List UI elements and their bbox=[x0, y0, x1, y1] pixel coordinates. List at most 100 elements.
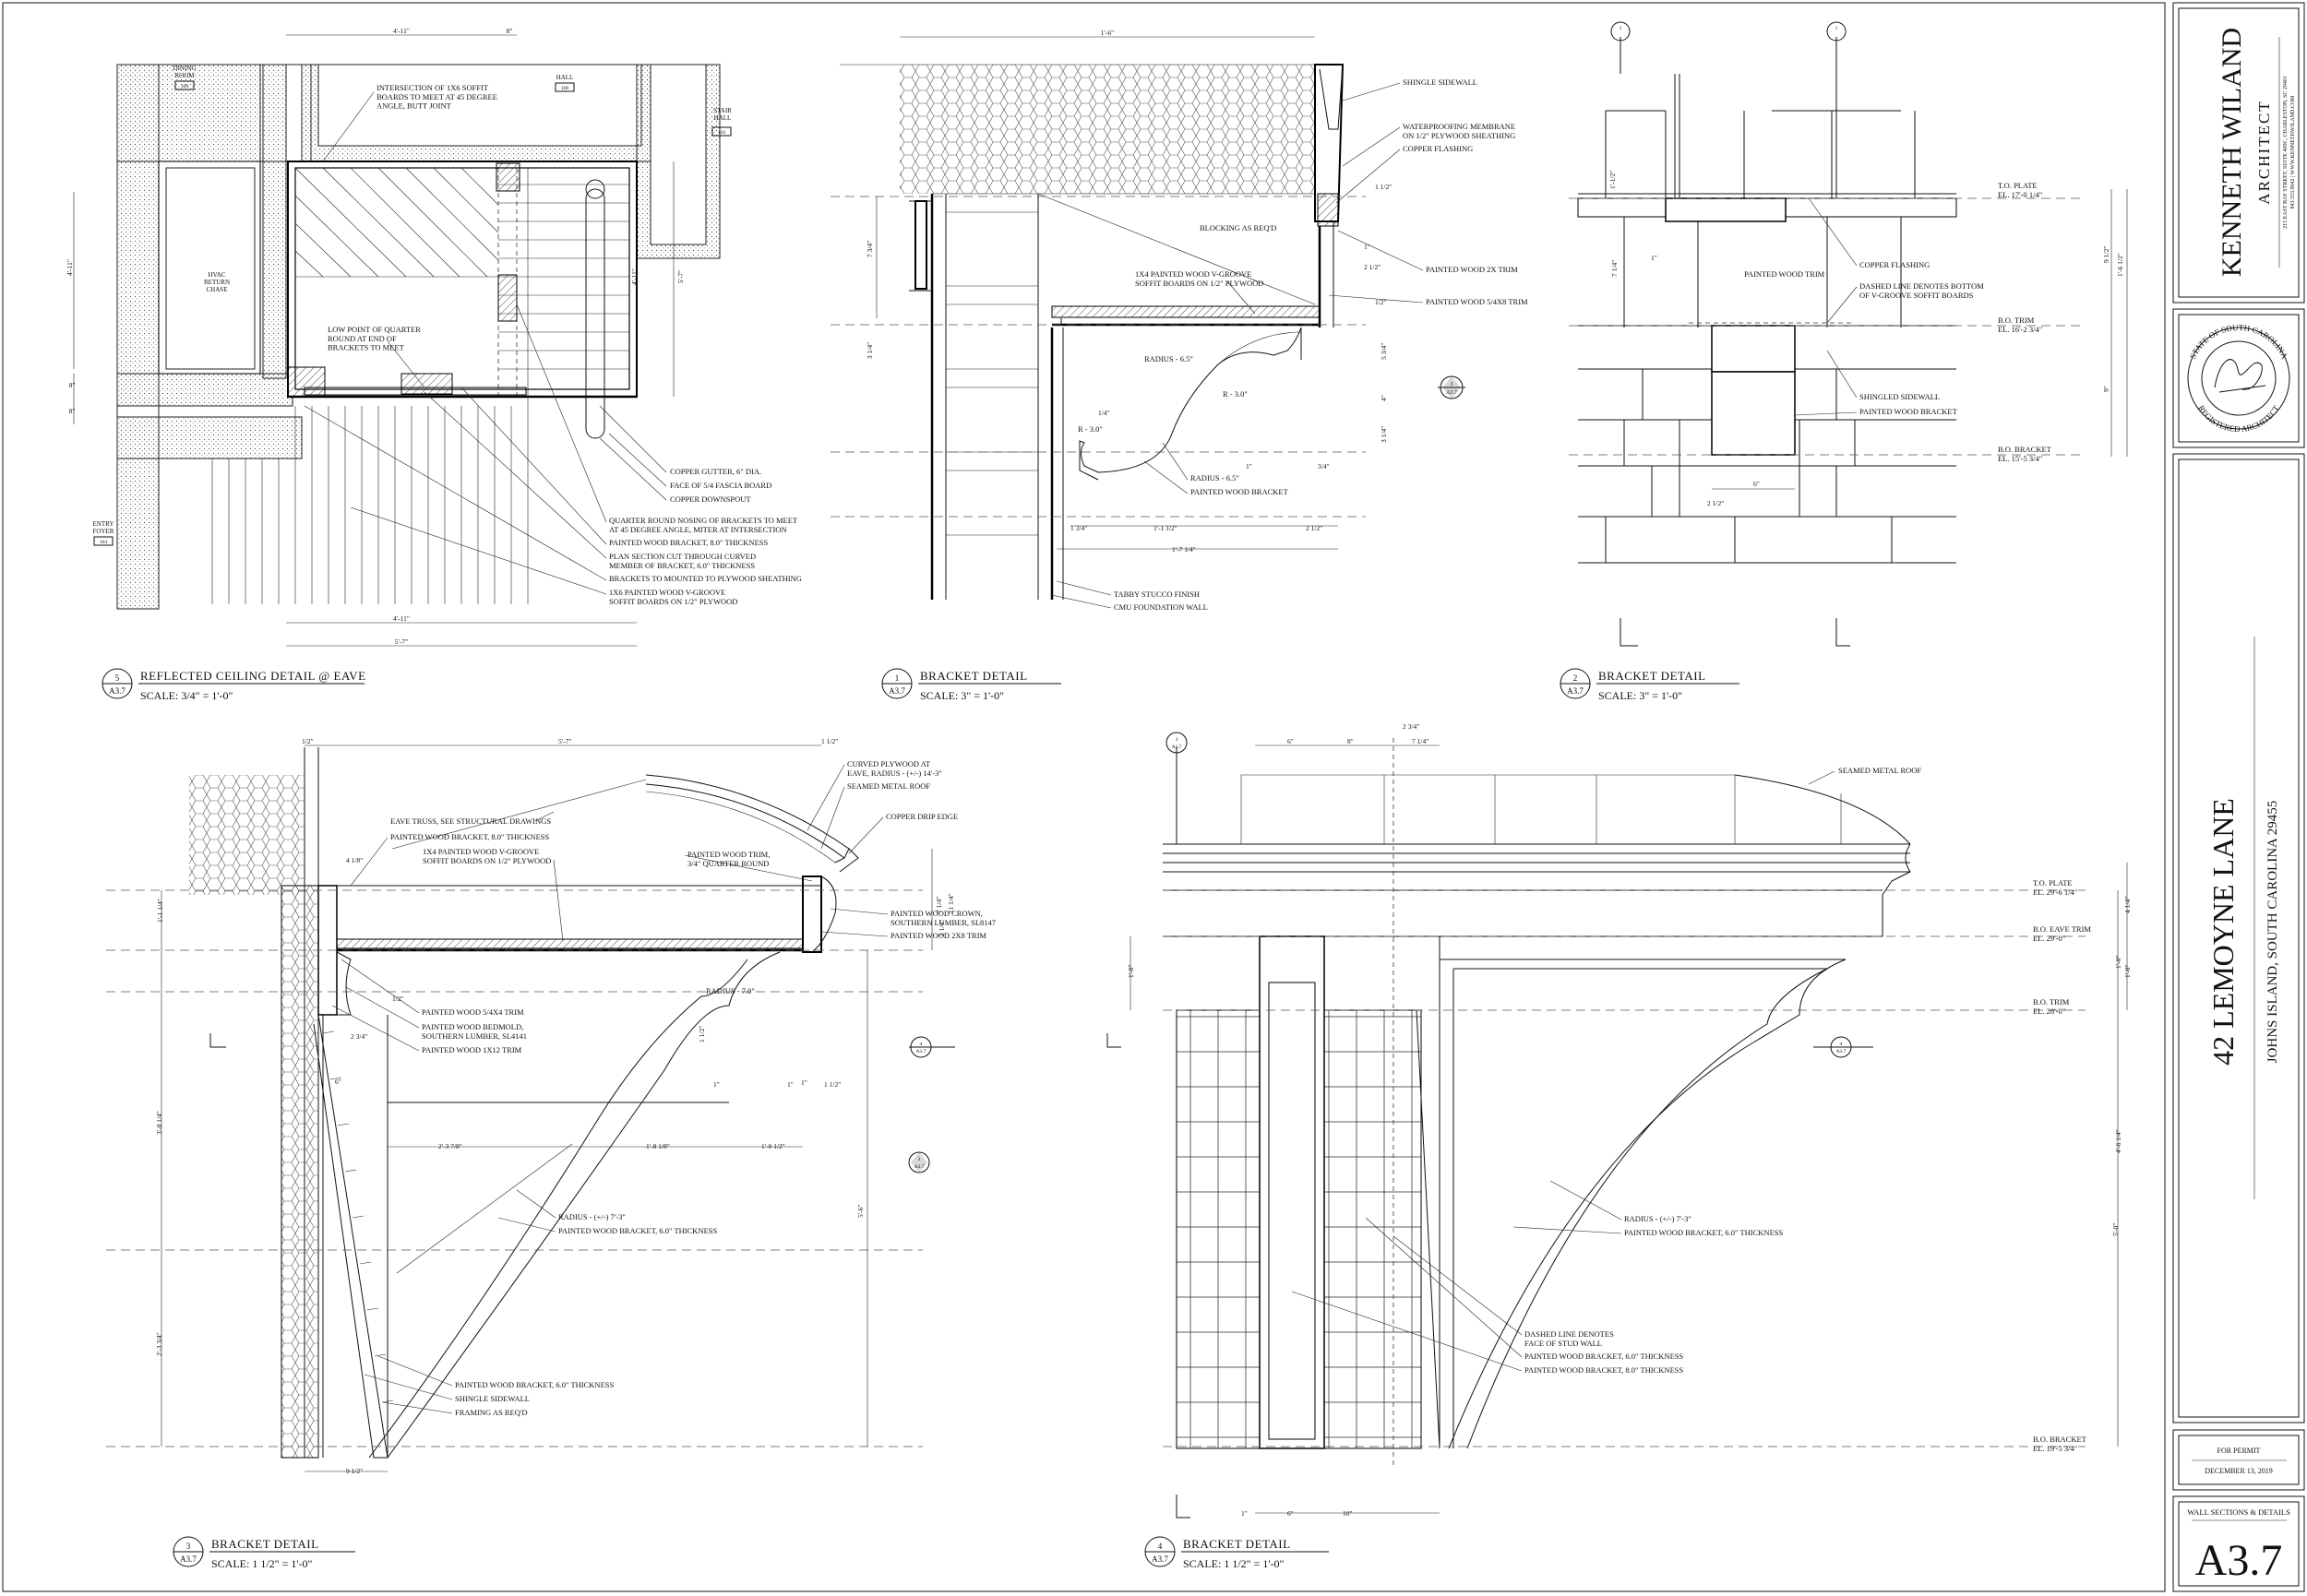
firm-title: ARCHITECT bbox=[2255, 100, 2273, 204]
svg-text:PAINTED WOOD 1X12 TRIM: PAINTED WOOD 1X12 TRIM bbox=[422, 1045, 522, 1054]
svg-text:R - 3.0": R - 3.0" bbox=[1223, 389, 1248, 399]
svg-text:1 1/2": 1 1/2" bbox=[821, 737, 838, 745]
seal-text-bottom: REGISTERED ARCHITECT bbox=[2196, 403, 2281, 434]
svg-text:RADIUS - (+/-) 7'-3": RADIUS - (+/-) 7'-3" bbox=[1624, 1214, 1691, 1223]
svg-text:109: 109 bbox=[181, 84, 189, 89]
svg-text:6": 6" bbox=[1287, 737, 1294, 745]
svg-text:5'-7": 5'-7" bbox=[395, 637, 408, 646]
issue-label: FOR PERMIT bbox=[2217, 1447, 2261, 1455]
detail-4-scale: SCALE: 1 1/2" = 1'-0" bbox=[1183, 1557, 1284, 1570]
svg-text:SEAMED METAL ROOF: SEAMED METAL ROOF bbox=[847, 781, 930, 791]
svg-text:1'-1 1/4": 1'-1 1/4" bbox=[156, 899, 164, 923]
svg-text:1'-6 1/2": 1'-6 1/2" bbox=[2116, 253, 2124, 277]
svg-text:4 1/4": 4 1/4" bbox=[2123, 897, 2132, 913]
svg-text:PAINTED WOOD CROWN,SOUTHERN LU: PAINTED WOOD CROWN,SOUTHERN LUMBER, SL81… bbox=[891, 909, 996, 927]
svg-text:4: 4 bbox=[920, 1042, 923, 1047]
svg-text:4: 4 bbox=[1840, 1042, 1843, 1047]
svg-text:2: 2 bbox=[1620, 27, 1622, 31]
detail-1-title: BRACKET DETAIL bbox=[920, 669, 1028, 683]
svg-text:1'-8": 1'-8" bbox=[1127, 965, 1135, 978]
svg-text:PAINTED WOOD BRACKET: PAINTED WOOD BRACKET bbox=[1859, 407, 1958, 416]
svg-text:2'-3 3/4": 2'-3 3/4" bbox=[155, 1332, 163, 1356]
svg-text:1 1/2": 1 1/2" bbox=[1375, 183, 1392, 191]
svg-text:1/4": 1/4" bbox=[1098, 409, 1110, 417]
svg-text:1": 1" bbox=[787, 1080, 794, 1089]
svg-text:4: 4 bbox=[1158, 1542, 1163, 1551]
svg-text:1": 1" bbox=[1651, 254, 1657, 262]
svg-text:PAINTED WOOD BRACKET, 8.0" THI: PAINTED WOOD BRACKET, 8.0" THICKNESS bbox=[609, 538, 768, 547]
svg-text:4'-11": 4'-11" bbox=[393, 614, 410, 623]
svg-text:6": 6" bbox=[335, 1078, 341, 1086]
svg-text:2 3/4": 2 3/4" bbox=[1403, 722, 1419, 731]
svg-text:4'-11": 4'-11" bbox=[630, 268, 639, 285]
svg-text:4'-11": 4'-11" bbox=[393, 27, 410, 35]
svg-text:110: 110 bbox=[718, 130, 725, 136]
svg-text:1": 1" bbox=[713, 1080, 720, 1089]
svg-text:PAINTED WOOD 5/4X8 TRIM: PAINTED WOOD 5/4X8 TRIM bbox=[1426, 297, 1528, 306]
svg-text:5'-7": 5'-7" bbox=[676, 270, 685, 283]
svg-text:1 1/2": 1 1/2" bbox=[824, 1080, 841, 1089]
svg-text:PAINTED WOOD BRACKET, 8.0" THI: PAINTED WOOD BRACKET, 8.0" THICKNESS bbox=[1524, 1365, 1683, 1375]
svg-text:PAINTED WOOD TRIM,3/4" QUARTER: PAINTED WOOD TRIM,3/4" QUARTER ROUND bbox=[687, 850, 770, 868]
detail-5-scale: SCALE: 3/4" = 1'-0" bbox=[140, 689, 233, 702]
svg-text:104: 104 bbox=[100, 540, 108, 545]
detail-5-title: REFLECTED CEILING DETAIL @ EAVE bbox=[140, 669, 366, 683]
svg-text:8": 8" bbox=[69, 381, 76, 389]
svg-text:RADIUS - 6.5": RADIUS - 6.5" bbox=[1144, 354, 1193, 363]
svg-text:A3.7: A3.7 bbox=[1836, 1049, 1847, 1054]
svg-text:COPPER FLASHING: COPPER FLASHING bbox=[1859, 260, 1930, 269]
section-marker-1: 3 A3.7 bbox=[1438, 375, 1465, 399]
svg-text:RADIUS - 6.5": RADIUS - 6.5" bbox=[1190, 473, 1239, 482]
svg-text:10": 10" bbox=[1343, 1509, 1353, 1518]
svg-text:SHINGLE SIDEWALL: SHINGLE SIDEWALL bbox=[1403, 77, 1477, 87]
svg-text:COPPER GUTTER, 6" DIA.: COPPER GUTTER, 6" DIA. bbox=[670, 467, 761, 476]
svg-text:7 1/4": 7 1/4" bbox=[1412, 737, 1428, 745]
svg-text:PAINTED WOOD 5/4X4 TRIM: PAINTED WOOD 5/4X4 TRIM bbox=[422, 1007, 524, 1017]
svg-text:3: 3 bbox=[1451, 382, 1453, 387]
svg-text:4": 4" bbox=[1380, 395, 1388, 401]
detail-1-scale: SCALE: 3" = 1'-0" bbox=[920, 689, 1004, 702]
svg-text:2 1/2": 2 1/2" bbox=[1306, 524, 1322, 532]
svg-text:2 1/2": 2 1/2" bbox=[1364, 263, 1381, 271]
svg-text:5: 5 bbox=[115, 673, 120, 683]
detail-2-scale: SCALE: 3" = 1'-0" bbox=[1598, 689, 1682, 702]
detail-2-title: BRACKET DETAIL bbox=[1598, 669, 1706, 683]
firm-name: KENNETH WILAND bbox=[2217, 28, 2247, 277]
svg-text:A3.7: A3.7 bbox=[1152, 1554, 1168, 1564]
svg-text:1: 1 bbox=[1835, 27, 1838, 31]
svg-text:SHINGLED SIDEWALL: SHINGLED SIDEWALL bbox=[1859, 392, 1940, 401]
svg-text:COPPER DRIP EDGE: COPPER DRIP EDGE bbox=[886, 812, 958, 821]
svg-text:3: 3 bbox=[186, 1542, 191, 1551]
sheet-title: WALL SECTIONS & DETAILS bbox=[2187, 1507, 2290, 1517]
svg-text:1": 1" bbox=[1246, 462, 1252, 470]
svg-text:PAINTED WOOD BRACKET, 6.0" THI: PAINTED WOOD BRACKET, 6.0" THICKNESS bbox=[558, 1226, 717, 1235]
svg-text:A3.7: A3.7 bbox=[180, 1554, 197, 1564]
svg-text:1/2": 1/2" bbox=[1375, 298, 1387, 306]
svg-text:4'-11": 4'-11" bbox=[66, 259, 74, 276]
svg-text:FACE OF 5/4 FASCIA BOARD: FACE OF 5/4 FASCIA BOARD bbox=[670, 481, 771, 490]
svg-text:1 1/4": 1 1/4" bbox=[938, 920, 946, 936]
svg-text:7 3/4": 7 3/4" bbox=[866, 241, 874, 257]
svg-text:A3.7: A3.7 bbox=[889, 686, 905, 696]
svg-text:BRACKETS TO MOUNTED TO PLYWOOD: BRACKETS TO MOUNTED TO PLYWOOD SHEATHING bbox=[609, 574, 802, 583]
svg-text:1/2": 1/2" bbox=[302, 737, 314, 745]
detail-3-bracket: 1/2" 5'-7" 1 1/2" 4 1/8" 1'-1 1/4" 7 1/4… bbox=[106, 737, 996, 1570]
svg-text:3: 3 bbox=[918, 1157, 921, 1162]
svg-text:A3.7: A3.7 bbox=[914, 1164, 925, 1170]
sheet-number: A3.7 bbox=[2195, 1536, 2283, 1585]
svg-text:TABBY STUCCO FINISH: TABBY STUCCO FINISH bbox=[1114, 590, 1200, 599]
